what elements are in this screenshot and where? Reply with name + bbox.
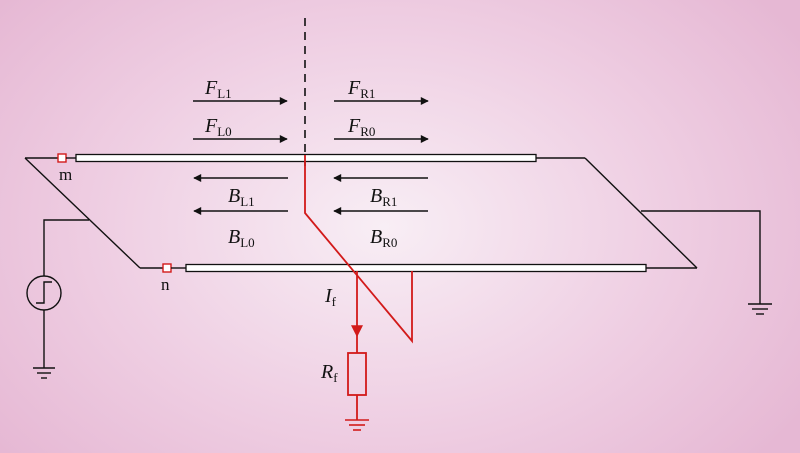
label-BR1: BR1 <box>370 185 397 209</box>
node-m-label: m <box>59 165 72 184</box>
fault-current-label: If <box>324 285 337 309</box>
label-FR1: FR1 <box>347 77 375 101</box>
fault-resistance-label: Rf <box>320 361 338 385</box>
label-FL0: FL0 <box>204 115 232 139</box>
node-n-marker <box>162 263 172 273</box>
left-source-circuit <box>24 157 141 379</box>
left-ground-icon <box>33 367 55 379</box>
wave-arrows <box>193 97 429 215</box>
label-BR0: BR0 <box>370 226 397 250</box>
bottom-conductor-bar <box>185 263 647 273</box>
step-symbol-icon <box>36 281 52 304</box>
label-FR0: FR0 <box>347 115 375 139</box>
label-BL1: BL1 <box>228 185 255 209</box>
bottom-conductor <box>140 263 697 273</box>
fault-path <box>304 155 413 431</box>
right-ground-circuit <box>584 157 772 315</box>
top-conductor <box>25 153 585 163</box>
right-ground-icon <box>748 303 772 315</box>
label-FL1: FL1 <box>204 77 232 101</box>
fault-resistor <box>347 352 367 396</box>
fault-ground-icon <box>345 419 369 431</box>
node-m-marker <box>57 153 67 163</box>
label-BL0: BL0 <box>228 226 255 250</box>
top-conductor-bar <box>75 153 537 163</box>
node-n-label: n <box>161 275 170 294</box>
fault-lattice-line <box>304 155 413 344</box>
